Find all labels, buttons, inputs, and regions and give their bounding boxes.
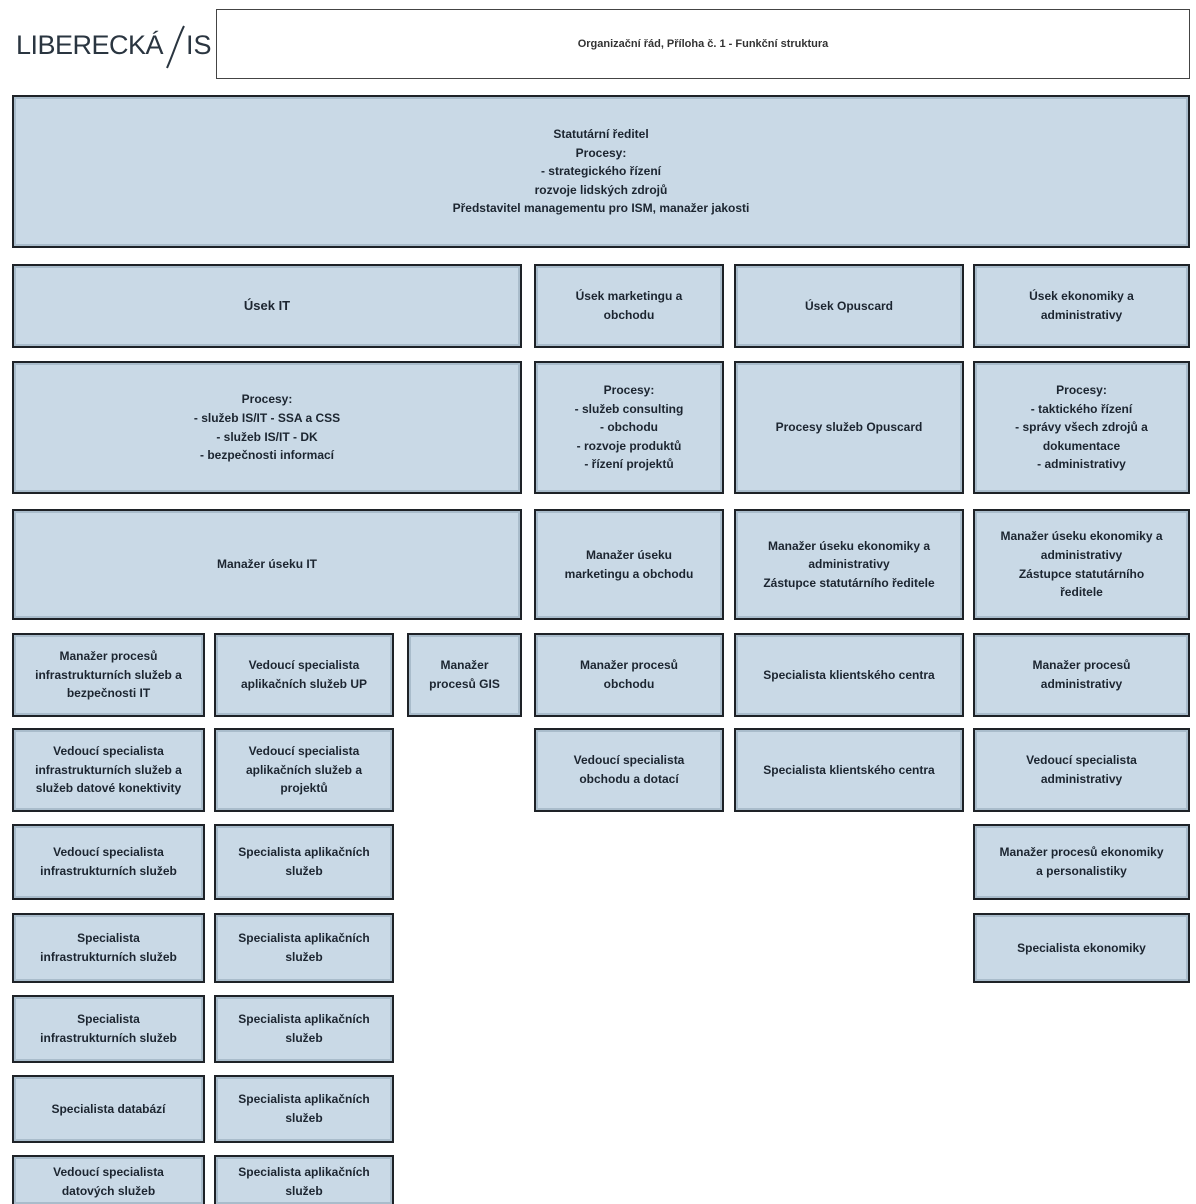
it-processes-box: Procesy: - služeb IS/IT - SSA a CSS - sl…	[12, 361, 522, 494]
it-app-specialist-2-text: Specialista aplikačních služeb	[238, 931, 370, 964]
division-economy-box: Úsek ekonomiky a administrativy	[973, 264, 1190, 348]
logo-text-left: LIBERECKÁ	[16, 30, 164, 60]
economy-specialist-box: Specialista ekonomiky	[973, 913, 1190, 983]
statutory-director-box: Statutární ředitel Procesy: - strategick…	[12, 95, 1190, 248]
it-app-specialist-4-text: Specialista aplikačních služeb	[238, 1092, 370, 1125]
opuscard-client-specialist-1-text: Specialista klientského centra	[763, 667, 935, 682]
opuscard-client-specialist-2-text: Specialista klientského centra	[763, 762, 935, 777]
marketing-processes-box: Procesy: - služeb consulting - obchodu -…	[534, 361, 724, 494]
opuscard-processes-text: Procesy služeb Opuscard	[775, 420, 923, 435]
it-processes-text: Procesy: - služeb IS/IT - SSA a CSS - sl…	[193, 392, 341, 463]
marketing-sales-grants-lead-text: Vedoucí specialista obchodu a dotací	[573, 753, 685, 786]
it-app-projects-lead-text: Vedoucí specialista aplikačních služeb a…	[245, 744, 363, 796]
opuscard-client-specialist-1-box: Specialista klientského centra	[734, 633, 964, 717]
marketing-sales-grants-lead-box: Vedoucí specialista obchodu a dotací	[534, 728, 724, 812]
it-app-specialist-1-box: Specialista aplikačních služeb	[214, 824, 394, 900]
economy-admin-process-manager-text: Manažer procesů administrativy	[1032, 658, 1131, 691]
economy-specialist-text: Specialista ekonomiky	[1017, 940, 1146, 955]
economy-processes-text: Procesy: - taktického řízení - správy vš…	[1015, 383, 1148, 472]
it-app-specialist-2-box: Specialista aplikačních služeb	[214, 913, 394, 983]
economy-manager-box: Manažer úseku ekonomiky a administrativy…	[973, 509, 1190, 620]
logo-slash-icon	[166, 25, 185, 69]
marketing-manager-box: Manažer úseku marketingu a obchodu	[534, 509, 724, 620]
economy-hr-process-manager-text: Manažer procesů ekonomiky a personalisti…	[999, 845, 1164, 878]
it-infra-specialist-1-box: Specialista infrastrukturních služeb	[12, 913, 205, 983]
it-gis-manager-box: Manažer procesů GIS	[407, 633, 522, 717]
document-title: Organizační řád, Příloha č. 1 - Funkční …	[216, 9, 1190, 79]
it-manager-text: Manažer úseku IT	[216, 557, 318, 572]
marketing-sales-process-manager-box: Manažer procesů obchodu	[534, 633, 724, 717]
it-app-specialist-5-box: Specialista aplikačních služeb	[214, 1155, 394, 1204]
economy-hr-process-manager-box: Manažer procesů ekonomiky a personalisti…	[973, 824, 1190, 900]
economy-manager-text: Manažer úseku ekonomiky a administrativy…	[1000, 529, 1163, 600]
it-infra-specialist-2-box: Specialista infrastrukturních služeb	[12, 995, 205, 1063]
division-it-label: Úsek IT	[243, 297, 291, 313]
division-it-box: Úsek IT	[12, 264, 522, 348]
it-infra-lead-text: Vedoucí specialista infrastrukturních sl…	[40, 845, 177, 878]
economy-admin-lead-box: Vedoucí specialista administrativy	[973, 728, 1190, 812]
opuscard-processes-box: Procesy služeb Opuscard	[734, 361, 964, 494]
it-app-specialist-5-text: Specialista aplikačních služeb	[238, 1165, 370, 1198]
division-marketing-box: Úsek marketingu a obchodu	[534, 264, 724, 348]
economy-processes-box: Procesy: - taktického řízení - správy vš…	[973, 361, 1190, 494]
division-opuscard-label: Úsek Opuscard	[804, 298, 894, 313]
it-infra-connectivity-lead-box: Vedoucí specialista infrastrukturních sl…	[12, 728, 205, 812]
it-app-specialist-3-text: Specialista aplikačních služeb	[238, 1012, 370, 1045]
it-infra-specialist-1-text: Specialista infrastrukturních služeb	[40, 931, 177, 964]
it-app-lead-up-text: Vedoucí specialista aplikačních služeb U…	[240, 658, 368, 691]
marketing-sales-process-manager-text: Manažer procesů obchodu	[579, 658, 679, 691]
it-app-specialist-4-box: Specialista aplikačních služeb	[214, 1075, 394, 1143]
it-data-services-lead-box: Vedoucí specialista datových služeb	[12, 1155, 205, 1204]
it-manager-box: Manažer úseku IT	[12, 509, 522, 620]
economy-admin-process-manager-box: Manažer procesů administrativy	[973, 633, 1190, 717]
it-app-projects-lead-box: Vedoucí specialista aplikačních služeb a…	[214, 728, 394, 812]
opuscard-manager-box: Manažer úseku ekonomiky a administrativy…	[734, 509, 964, 620]
it-database-specialist-text: Specialista databází	[51, 1101, 166, 1116]
it-data-services-lead-text: Vedoucí specialista datových služeb	[53, 1165, 164, 1198]
document-title-text: Organizační řád, Příloha č. 1 - Funkční …	[577, 38, 829, 50]
it-infra-connectivity-lead-text: Vedoucí specialista infrastrukturních sl…	[35, 744, 182, 796]
it-infra-lead-box: Vedoucí specialista infrastrukturních sl…	[12, 824, 205, 900]
division-opuscard-box: Úsek Opuscard	[734, 264, 964, 348]
it-gis-manager-text: Manažer procesů GIS	[429, 658, 500, 691]
statutory-director-text: Statutární ředitel Procesy: - strategick…	[452, 127, 750, 216]
economy-admin-lead-text: Vedoucí specialista administrativy	[1026, 753, 1137, 786]
it-infra-process-manager-text: Manažer procesů infrastrukturních služeb…	[35, 649, 182, 701]
logo: LIBERECKÁ IS	[16, 22, 216, 72]
division-marketing-label: Úsek marketingu a obchodu	[575, 289, 683, 322]
division-economy-label: Úsek ekonomiky a administrativy	[1029, 289, 1134, 322]
it-infra-specialist-2-text: Specialista infrastrukturních služeb	[40, 1012, 177, 1045]
logo-text-right: IS	[186, 30, 212, 60]
marketing-processes-text: Procesy: - služeb consulting - obchodu -…	[574, 383, 684, 472]
opuscard-manager-text: Manažer úseku ekonomiky a administrativy…	[763, 538, 935, 590]
opuscard-client-specialist-2-box: Specialista klientského centra	[734, 728, 964, 812]
it-infra-process-manager-box: Manažer procesů infrastrukturních služeb…	[12, 633, 205, 717]
it-app-specialist-1-text: Specialista aplikačních služeb	[238, 845, 370, 878]
it-app-lead-up-box: Vedoucí specialista aplikačních služeb U…	[214, 633, 394, 717]
it-app-specialist-3-box: Specialista aplikačních služeb	[214, 995, 394, 1063]
it-database-specialist-box: Specialista databází	[12, 1075, 205, 1143]
marketing-manager-text: Manažer úseku marketingu a obchodu	[564, 547, 694, 581]
